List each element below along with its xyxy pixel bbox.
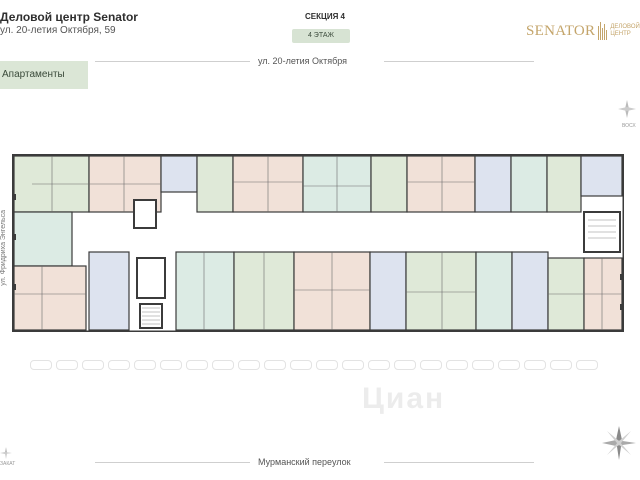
divider-right (384, 61, 534, 62)
compass-top-label: ВОСХ (622, 123, 636, 129)
logo-tagline: ДЕЛОВОЙ ЦЕНТР (610, 24, 640, 37)
logo-bars-icon (598, 22, 608, 40)
parking-space (290, 360, 312, 370)
compass-rose-icon (602, 426, 636, 465)
parking-space (212, 360, 234, 370)
parking-space (420, 360, 442, 370)
street-bottom-label: Мурманский переулок (258, 457, 351, 467)
divider-left (95, 61, 250, 62)
parking-space (264, 360, 286, 370)
parking-space (472, 360, 494, 370)
floor-plan[interactable] (10, 152, 626, 337)
parking-space (108, 360, 130, 370)
parking-space (186, 360, 208, 370)
parking-space (524, 360, 546, 370)
compass-small-icon (0, 446, 12, 464)
logo-wordmark: SENATOR (526, 22, 596, 39)
divider-bottom-left (95, 462, 250, 463)
parking-space (56, 360, 78, 370)
parking-space (394, 360, 416, 370)
parking-space (82, 360, 104, 370)
compass-top-icon (618, 100, 636, 125)
compass-bottom-label: ЗАКАТ (0, 461, 16, 467)
parking-space (550, 360, 572, 370)
floor-badge[interactable]: 4 ЭТАЖ (292, 29, 350, 43)
parking-space (134, 360, 156, 370)
parking-space (576, 360, 598, 370)
parking-space (238, 360, 260, 370)
parking-space (160, 360, 182, 370)
parking-space (30, 360, 52, 370)
page-title: Деловой центр Senator (0, 10, 138, 24)
senator-logo: SENATOR ДЕЛОВОЙ ЦЕНТР (526, 22, 640, 40)
street-left-label: ул. Фридриха Энгельса (0, 210, 7, 286)
section-label: СЕКЦИЯ 4 (304, 12, 345, 21)
parking-space (316, 360, 338, 370)
street-top-label: ул. 20-летия Октября (258, 56, 348, 66)
divider-bottom-right (384, 462, 534, 463)
parking-space (498, 360, 520, 370)
parking-space (342, 360, 364, 370)
watermark: Циан (362, 382, 446, 415)
parking-row (30, 360, 598, 370)
building-address: ул. 20-летия Октября, 59 (0, 25, 116, 36)
apartments-badge[interactable]: Апартаменты (0, 61, 88, 89)
floor-plan-drawing (10, 152, 626, 334)
parking-space (446, 360, 468, 370)
parking-space (368, 360, 390, 370)
